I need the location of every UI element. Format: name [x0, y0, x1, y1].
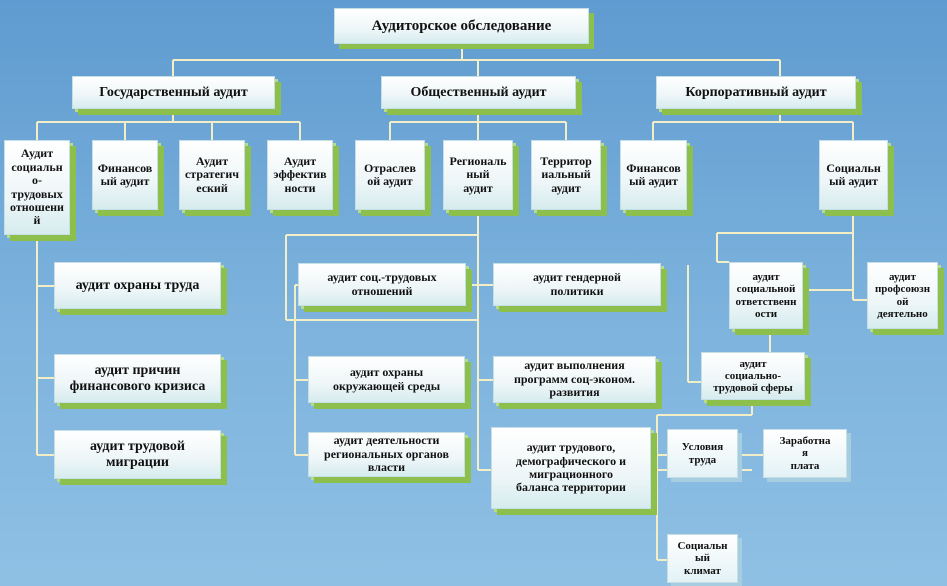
node-state-efficiency: Аудит эффектив ности — [267, 140, 333, 210]
node-audit-crisis-causes: аудит причин финансового кризиса — [54, 354, 221, 403]
node-audit-environment: аудит охраны окружающей среды — [308, 356, 465, 403]
node-audit-programs: аудит выполнения программ соц-эконом. ра… — [493, 356, 656, 403]
node-audit-trade-union: аудит профсоюзн ой деятельно — [867, 262, 938, 329]
node-public-sectoral: Отраслев ой аудит — [355, 140, 425, 210]
node-state-audit: Государственный аудит — [72, 76, 275, 109]
node-salary: Заработна я плата — [763, 429, 847, 478]
node-public-regional: Региональ ный аудит — [443, 140, 513, 210]
node-corporate-financial: Финансов ый аудит — [620, 140, 687, 210]
node-audit-gender-policy: аудит гендерной политики — [493, 263, 661, 306]
node-public-audit: Общественный аудит — [381, 76, 576, 109]
node-state-strategic: Аудит стратегич еский — [179, 140, 245, 210]
node-social-climate: Социальн ый климат — [667, 534, 738, 583]
node-audit-social-responsibility: аудит социальной ответственн ости — [729, 262, 803, 329]
node-audit-authorities: аудит деятельности региональных органов … — [308, 432, 465, 477]
node-audit-labor-protection: аудит охраны труда — [54, 262, 221, 309]
root-node: Аудиторское обследование — [334, 8, 589, 44]
node-audit-social-labor-relations: аудит соц.-трудовых отношений — [298, 263, 466, 306]
node-audit-social-labor-sphere: аудит социально- трудовой сферы — [701, 352, 805, 400]
node-labor-conditions: Условия труда — [667, 429, 738, 478]
node-audit-labor-balance: аудит трудового, демографического и мигр… — [491, 427, 651, 509]
node-public-territorial: Территор иальный аудит — [531, 140, 601, 210]
node-state-social-labor: Аудит социальн о- трудовых отношени й — [4, 140, 70, 235]
node-corporate-social: Социальн ый аудит — [819, 140, 888, 210]
node-state-financial: Финансов ый аудит — [92, 140, 158, 210]
node-audit-labor-migration: аудит трудовой миграции — [54, 430, 221, 479]
node-corporate-audit: Корпоративный аудит — [656, 76, 856, 109]
